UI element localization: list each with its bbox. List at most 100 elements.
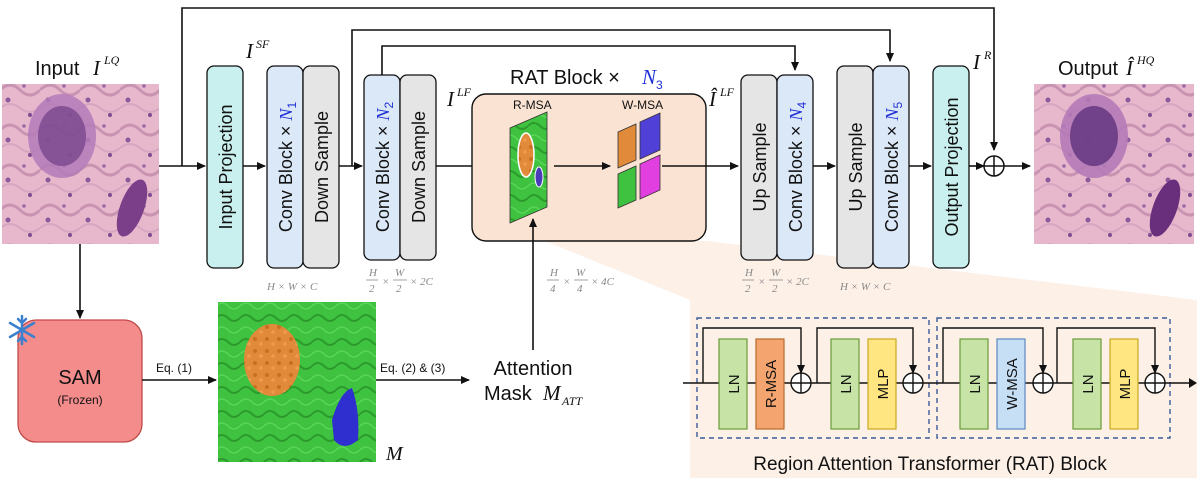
svg-text:Input: Input bbox=[35, 58, 80, 80]
detail-ln-1: LN bbox=[718, 338, 748, 430]
rat-detail-wmsa-group bbox=[936, 317, 1171, 439]
input-projection-block: Input Projection bbox=[206, 65, 244, 269]
svg-text:2: 2 bbox=[772, 283, 778, 295]
rat-detail-caption: Region Attention Transformer (RAT) Block bbox=[753, 454, 1107, 475]
input-image bbox=[2, 84, 159, 244]
isf-label: I SF bbox=[245, 37, 270, 63]
ir-label: I R bbox=[972, 48, 992, 74]
svg-text:LN: LN bbox=[726, 374, 743, 393]
add-icon-2 bbox=[902, 372, 924, 394]
sam-block: SAM (Frozen) bbox=[17, 319, 143, 443]
svg-text:M: M bbox=[542, 381, 562, 405]
svg-text:W: W bbox=[395, 267, 405, 279]
skip-line-2 bbox=[351, 29, 894, 166]
svg-text:LF: LF bbox=[719, 85, 735, 99]
svg-text:Input Projection: Input Projection bbox=[216, 104, 236, 229]
ilf-label: I LF bbox=[446, 85, 472, 111]
svg-text:LN: LN bbox=[838, 374, 855, 393]
up-sample-1: Up Sample bbox=[740, 74, 778, 261]
eq23-label: Eq. (2) & (3) bbox=[380, 361, 445, 375]
svg-text:SF: SF bbox=[256, 37, 270, 51]
down-sample-1: Down Sample bbox=[302, 65, 340, 269]
svg-text:LQ: LQ bbox=[103, 53, 120, 67]
rat-block bbox=[471, 93, 707, 242]
svg-text:× 2C: × 2C bbox=[786, 276, 810, 288]
svg-text:2: 2 bbox=[745, 283, 751, 295]
rat-block-title: RAT Block × N 3 bbox=[510, 65, 663, 92]
detail-ln-4: LN bbox=[1072, 338, 1102, 430]
snowflake-icon bbox=[8, 314, 36, 346]
svg-text:4: 4 bbox=[550, 283, 556, 295]
ihat-lf-label: Î LF bbox=[708, 85, 735, 111]
global-skip-line bbox=[181, 7, 998, 166]
svg-text:I: I bbox=[972, 50, 981, 74]
svg-text:LN: LN bbox=[1080, 374, 1097, 393]
svg-text:3: 3 bbox=[656, 78, 663, 92]
dim-label-4: H 2 × W 2 × 2C bbox=[742, 267, 810, 295]
svg-text:Output: Output bbox=[1058, 58, 1118, 80]
svg-text:2: 2 bbox=[396, 283, 402, 295]
rat-wmsa-map bbox=[617, 112, 661, 209]
svg-text:Up Sample: Up Sample bbox=[846, 122, 866, 211]
skip-line-3 bbox=[381, 45, 799, 75]
add-icon-1 bbox=[790, 372, 812, 394]
conv-block-n4: Conv Block × N4 bbox=[776, 74, 814, 261]
svg-text:Attention: Attention bbox=[494, 358, 573, 380]
output-projection-block: Output Projection bbox=[932, 65, 970, 269]
svg-text:N: N bbox=[641, 65, 657, 89]
conv-block-n1: Conv Block × N1 bbox=[266, 65, 304, 269]
add-icon-output bbox=[983, 155, 1005, 177]
svg-text:×: × bbox=[563, 276, 570, 288]
svg-text:Up Sample: Up Sample bbox=[750, 122, 770, 211]
svg-text:Î: Î bbox=[708, 87, 718, 111]
svg-text:×: × bbox=[382, 276, 389, 288]
svg-text:4: 4 bbox=[577, 283, 583, 295]
svg-text:MLP: MLP bbox=[1117, 369, 1134, 400]
dim-label-3: H 4 × W 4 × 4C bbox=[547, 267, 615, 295]
svg-text:× 4C: × 4C bbox=[591, 276, 615, 288]
svg-text:2: 2 bbox=[369, 283, 375, 295]
svg-text:×: × bbox=[758, 276, 765, 288]
svg-text:Conv Block × N2: Conv Block × N2 bbox=[373, 102, 396, 233]
down-sample-2: Down Sample bbox=[399, 74, 437, 261]
rat-r-msa-label: R-MSA bbox=[513, 98, 552, 112]
attention-mask-label: Attention Mask M ATT bbox=[484, 358, 584, 408]
add-icon-4 bbox=[1144, 372, 1166, 394]
svg-text:Output Projection: Output Projection bbox=[942, 97, 962, 236]
svg-text:W-MSA: W-MSA bbox=[1004, 358, 1021, 409]
svg-text:HQ: HQ bbox=[1136, 53, 1155, 67]
svg-text:Conv Block × N1: Conv Block × N1 bbox=[276, 102, 299, 233]
mask-image bbox=[218, 302, 376, 462]
detail-ln-2: LN bbox=[830, 338, 860, 430]
svg-text:LF: LF bbox=[456, 85, 472, 99]
conv-block-n5: Conv Block × N5 bbox=[872, 65, 910, 269]
detail-rmsa: R-MSA bbox=[755, 338, 785, 430]
detail-ln-3: LN bbox=[959, 338, 989, 430]
rat-rmsa-map bbox=[509, 111, 548, 224]
input-label: Input I LQ bbox=[35, 53, 120, 80]
output-image bbox=[1034, 84, 1194, 244]
svg-text:× 2C: × 2C bbox=[410, 276, 434, 288]
svg-text:Down Sample: Down Sample bbox=[312, 111, 332, 223]
detail-mlp-2: MLP bbox=[1109, 338, 1139, 430]
dim-label-1: H × W × C bbox=[266, 281, 318, 293]
svg-text:R: R bbox=[983, 48, 992, 62]
dim-label-2: H 2 × W 2 × 2C bbox=[366, 267, 434, 295]
eq1-label: Eq. (1) bbox=[156, 361, 192, 375]
svg-text:H: H bbox=[744, 267, 754, 279]
svg-text:I: I bbox=[446, 87, 455, 111]
dim-label-5: H × W × C bbox=[839, 281, 891, 293]
rat-w-msa-label: W-MSA bbox=[622, 98, 663, 112]
svg-text:(Frozen): (Frozen) bbox=[57, 393, 102, 407]
output-label: Output Î HQ bbox=[1058, 53, 1155, 80]
up-sample-2: Up Sample bbox=[836, 65, 874, 269]
svg-text:Mask: Mask bbox=[484, 383, 533, 405]
svg-text:LN: LN bbox=[967, 374, 984, 393]
svg-text:I: I bbox=[245, 39, 254, 63]
conv-block-n2: Conv Block × N2 bbox=[363, 74, 401, 261]
svg-text:W: W bbox=[576, 267, 586, 279]
svg-text:H: H bbox=[368, 267, 378, 279]
add-icon-3 bbox=[1032, 372, 1054, 394]
svg-text:MLP: MLP bbox=[875, 369, 892, 400]
svg-text:Down Sample: Down Sample bbox=[409, 111, 429, 223]
